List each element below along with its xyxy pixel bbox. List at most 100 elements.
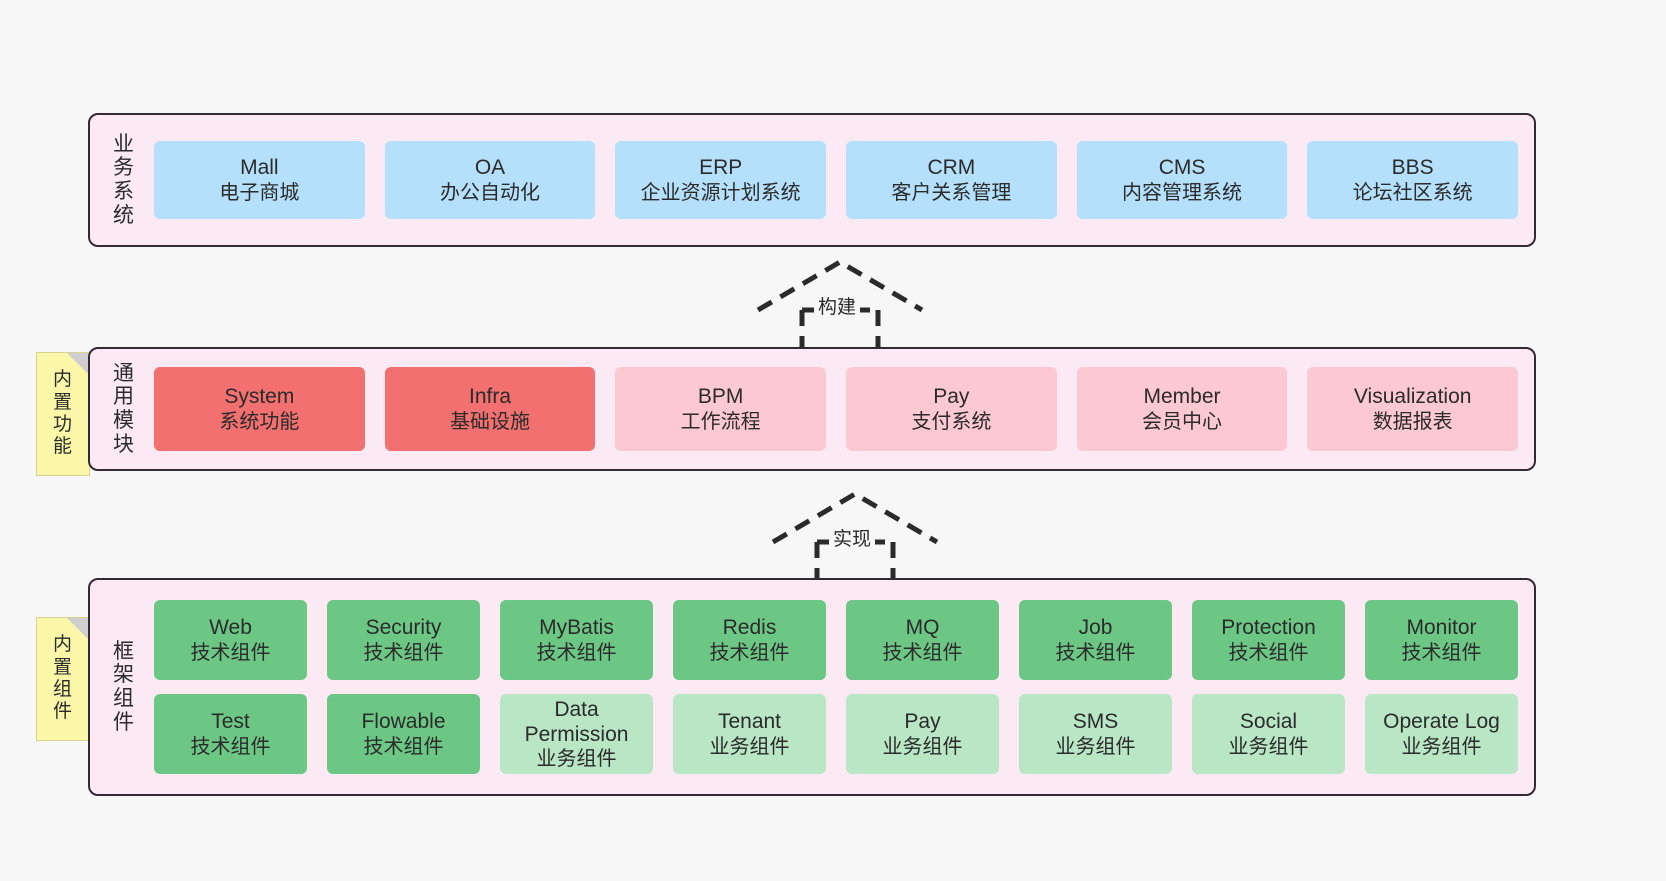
cell-title-cn: 技术组件 [882, 641, 963, 664]
cell-title-cn: 技术组件 [190, 641, 271, 664]
cell-title-en: Security [365, 616, 442, 640]
note-builtin-functions-label: 内置功能 [52, 369, 73, 458]
cell-title-cn: 技术组件 [536, 641, 617, 664]
cell-title-cn: 企业资源计划系统 [640, 181, 801, 204]
cell-title-en: Pay [904, 710, 941, 734]
cell-title-en: BBS [1391, 156, 1434, 180]
cell-title-cn: 业务组件 [1055, 735, 1136, 758]
cell-title-cn: 业务组件 [536, 748, 617, 771]
note-fold-corner-icon [67, 618, 89, 640]
cell-title-en: Pay [933, 385, 970, 409]
cell-title-cn: 业务组件 [709, 735, 790, 758]
cell-title-en: MQ [905, 616, 940, 640]
cell-title-cn: 技术组件 [1055, 641, 1136, 664]
cell-title-en: Member [1143, 385, 1221, 409]
cell-title-cn: 电子商城 [219, 181, 300, 204]
cell-title-en: Monitor [1406, 616, 1477, 640]
note-builtin-components: 内置组件 [36, 617, 90, 741]
cell-title-en: Tenant [717, 710, 782, 734]
cell-title-en: MyBatis [539, 616, 614, 640]
note-builtin-functions: 内置功能 [36, 352, 90, 476]
note-fold-corner-icon [67, 353, 89, 375]
cell-title-cn: 内容管理系统 [1122, 181, 1243, 204]
cell-title-cn: 业务组件 [1401, 735, 1482, 758]
cell-title-en: Web [209, 616, 252, 640]
cell-title-en: Redis [722, 616, 777, 640]
build-arrow-head [756, 259, 924, 313]
connector-build-arrow: 构建 [750, 258, 930, 348]
cell-title-en: Infra [468, 385, 512, 409]
cell-title-en: System [224, 385, 295, 409]
cell-title-en: Social [1239, 710, 1298, 734]
cell-title-cn: 论坛社区系统 [1352, 181, 1473, 204]
cell-title-cn: 系统功能 [219, 410, 300, 433]
layer-title-framework: 框架组件 [113, 639, 135, 734]
cell-title-en: BPM [697, 385, 744, 409]
cell-title-cn: 业务组件 [1228, 735, 1309, 758]
cell-title-cn: 数据报表 [1372, 410, 1453, 433]
cell-title-cn: 业务组件 [882, 735, 963, 758]
cell-title-en: Data Permission [524, 697, 629, 746]
connector-implement-arrow: 实现 [765, 490, 945, 580]
cell-title-cn: 办公自动化 [440, 181, 540, 204]
cell-title-cn: 支付系统 [911, 410, 992, 433]
cell-title-en: Visualization [1353, 385, 1472, 409]
cell-title-en: Flowable [361, 710, 446, 734]
cell-title-cn: 技术组件 [190, 735, 271, 758]
cell-title-en: SMS [1072, 710, 1119, 734]
cell-title-en: CMS [1158, 156, 1206, 180]
cell-title-cn: 技术组件 [709, 641, 790, 664]
cell-title-cn: 客户关系管理 [891, 181, 1012, 204]
cell-title-en: OA [474, 156, 506, 180]
cell-title-cn: 技术组件 [1228, 641, 1309, 664]
implement-arrow-head [771, 491, 939, 545]
note-builtin-components-label: 内置组件 [52, 634, 73, 723]
layer-title-modules: 通用模块 [113, 361, 135, 456]
cell-title-cn: 基础设施 [450, 410, 530, 433]
cell-title-en: Job [1078, 616, 1113, 640]
cell-title-en: Mall [240, 156, 279, 180]
cell-title-cn: 技术组件 [1401, 641, 1482, 664]
connector-build-label: 构建 [814, 292, 861, 319]
cell-title-cn: 技术组件 [363, 641, 444, 664]
